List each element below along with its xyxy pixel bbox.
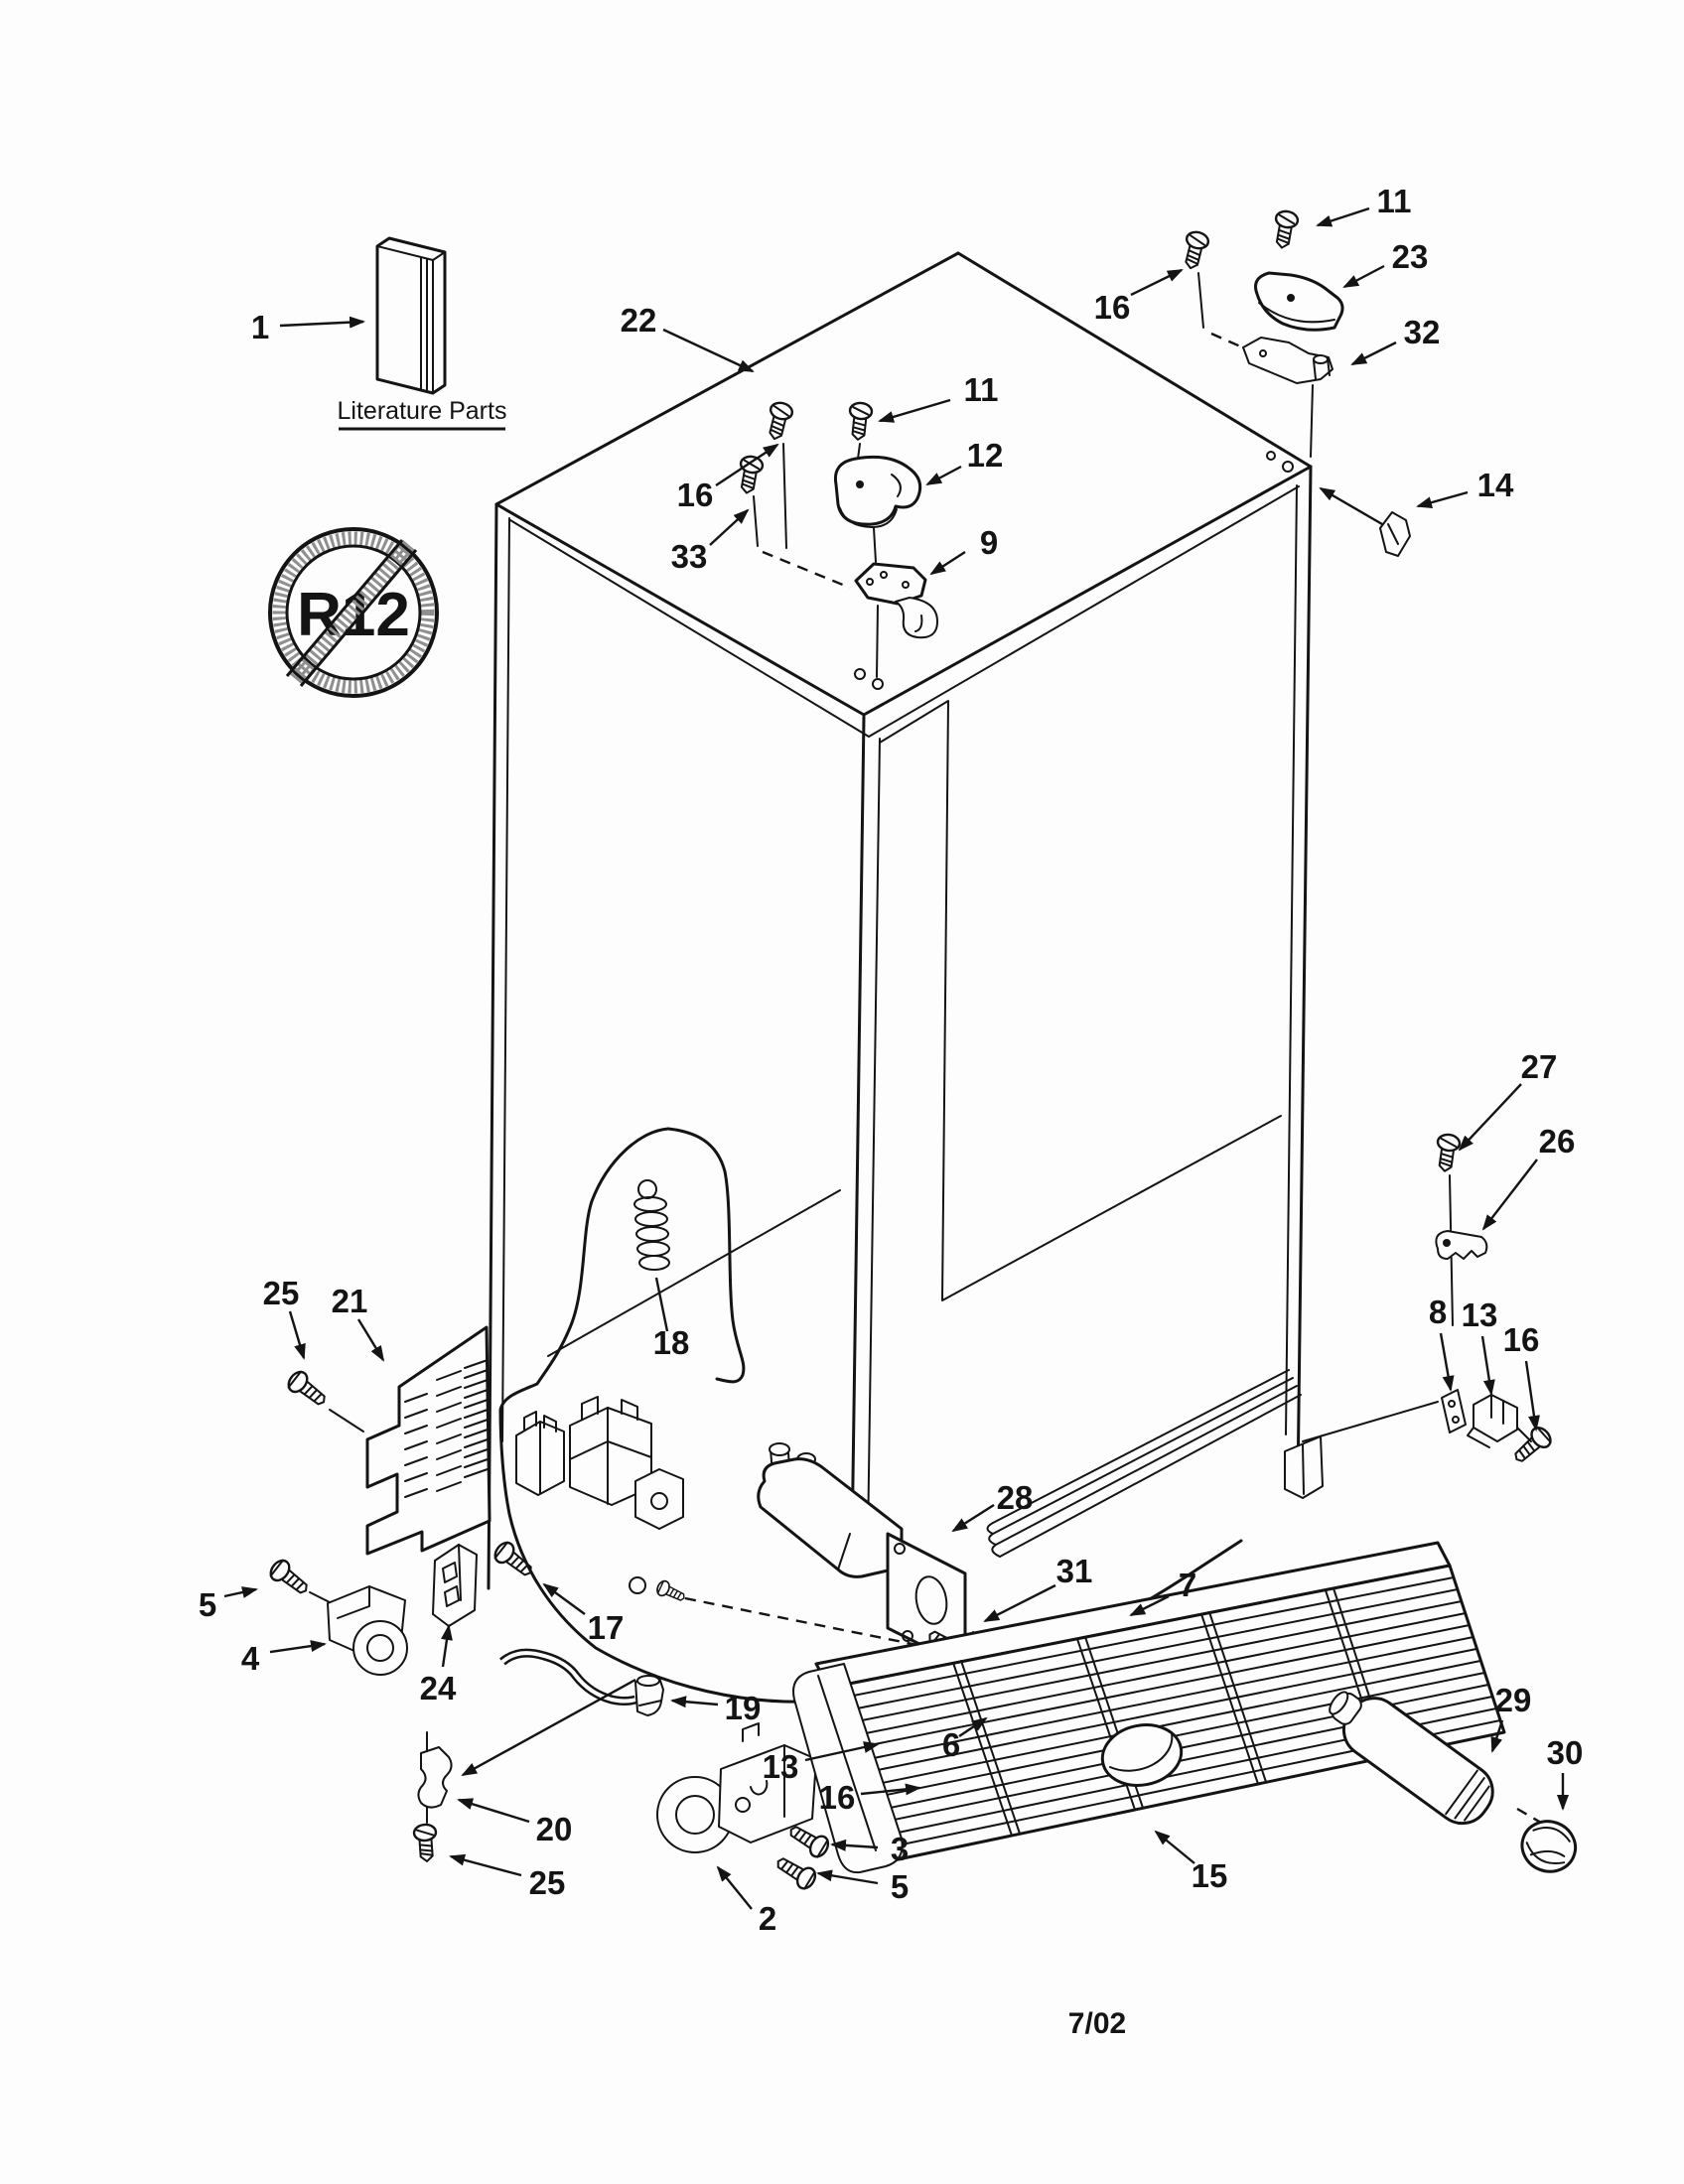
callout-6: 6 [942, 1726, 960, 1763]
callout-25-left: 25 [263, 1275, 300, 1311]
callout-13-bottom: 13 [763, 1748, 799, 1785]
roller-4-assembly [327, 1585, 408, 1676]
screw-33-part [734, 454, 766, 496]
callout-16-top-center: 16 [677, 477, 714, 513]
callout-8: 8 [1429, 1294, 1447, 1330]
callout-labels: 1 22 16 33 11 12 9 16 11 23 32 14 27 26 … [199, 183, 1584, 1937]
screw-11-top-right [1269, 208, 1301, 251]
screw-11-top-center [845, 400, 874, 443]
screw-27-part-26 [1432, 1132, 1488, 1326]
water-tank-28 [757, 1442, 972, 1666]
date-code: 7/02 [1068, 2007, 1126, 2040]
callout-28: 28 [997, 1479, 1034, 1516]
no-r12-symbol: R12 [268, 527, 439, 698]
callout-3: 3 [891, 1831, 909, 1867]
bolt-5-bottom-part [771, 1850, 820, 1893]
callout-5-left: 5 [199, 1586, 216, 1623]
callout-25-bottom: 25 [529, 1864, 566, 1901]
callout-23: 23 [1392, 238, 1429, 275]
washer-pin-31 [629, 1576, 1270, 1684]
callout-13-right: 13 [1462, 1297, 1498, 1333]
top-hinge-center [734, 399, 938, 678]
hinge-bracket-24 [432, 1544, 478, 1627]
literature-booklet [375, 236, 447, 395]
callout-27: 27 [1521, 1048, 1558, 1085]
screw-16-top-right [1179, 228, 1211, 272]
callout-16-bottom: 16 [819, 1779, 856, 1816]
hinge-bracket-32 [1242, 337, 1333, 384]
screw-5-left-part [265, 1556, 314, 1601]
callout-9: 9 [980, 524, 998, 561]
cabinet-shell [487, 251, 1324, 1590]
callout-21: 21 [332, 1283, 368, 1319]
callout-29: 29 [1495, 1682, 1532, 1718]
literature-parts-label: Literature Parts [338, 397, 507, 425]
bracket-group-8-13-16 [1302, 1389, 1556, 1469]
clip-20 [417, 1731, 453, 1824]
leader-lines [223, 206, 1569, 1910]
r12-text: R12 [297, 581, 410, 649]
callout-5-bottom: 5 [891, 1868, 909, 1905]
callout-15: 15 [1192, 1857, 1228, 1894]
water-filter-29 [1329, 1691, 1542, 1826]
callout-4: 4 [241, 1640, 260, 1677]
electrical-components [515, 1396, 684, 1530]
screw-25-left-part [283, 1367, 332, 1413]
hinge-cover-23 [1254, 271, 1344, 332]
callout-16-top-right: 16 [1094, 289, 1131, 326]
screw-25-bottom-part [412, 1823, 440, 1863]
callout-26: 26 [1539, 1123, 1576, 1160]
callout-20: 20 [536, 1811, 573, 1847]
callout-1: 1 [251, 309, 269, 345]
callout-11-top-right: 11 [1377, 183, 1412, 219]
vent-panel-21 [283, 1325, 491, 1556]
screw-17-part [490, 1538, 538, 1583]
callout-14: 14 [1477, 467, 1514, 503]
hinge-9 [854, 562, 938, 639]
callout-16-right: 16 [1503, 1321, 1540, 1358]
callout-12: 12 [967, 437, 1004, 474]
callout-17: 17 [588, 1609, 625, 1646]
roller-2-assembly [656, 1722, 817, 1853]
callout-11-top-center: 11 [964, 371, 999, 408]
screw-16-top-center [763, 399, 795, 443]
filter-cap-30 [1520, 1820, 1578, 1873]
callout-2: 2 [759, 1900, 776, 1937]
clip-14 [1319, 486, 1411, 557]
cam-12 [833, 455, 922, 528]
callout-7: 7 [1179, 1567, 1196, 1603]
spring-18 [633, 1179, 670, 1271]
hose-19 [499, 1648, 664, 1716]
callout-30: 30 [1547, 1734, 1584, 1771]
callout-33: 33 [671, 538, 708, 575]
callout-31: 31 [1056, 1553, 1093, 1589]
callout-18: 18 [653, 1324, 690, 1361]
callout-24: 24 [420, 1670, 457, 1706]
vent-slots [404, 1359, 489, 1498]
top-hinge-right [1179, 208, 1344, 458]
callout-32: 32 [1404, 314, 1441, 350]
callout-19: 19 [725, 1690, 762, 1726]
callout-22: 22 [621, 302, 657, 339]
